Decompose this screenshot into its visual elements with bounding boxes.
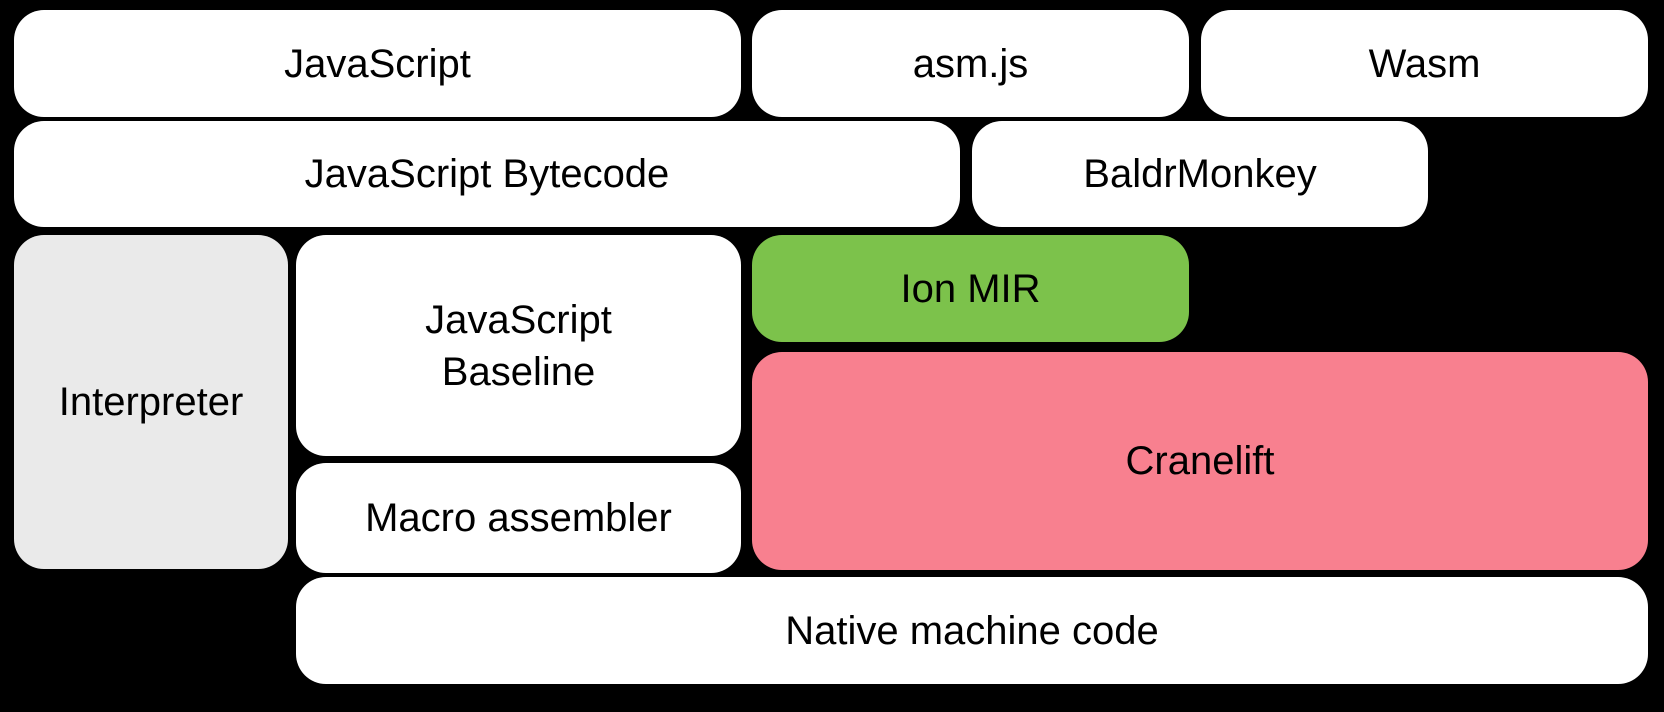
box-javascript-baseline-label: JavaScript Baseline xyxy=(425,297,612,394)
box-baldrmonkey-label: BaldrMonkey xyxy=(1083,152,1317,196)
box-macro-assembler-label: Macro assembler xyxy=(365,496,672,540)
box-interpreter: Interpreter xyxy=(14,235,288,569)
box-asmjs-label: asm.js xyxy=(912,41,1029,86)
box-javascript-bytecode: JavaScript Bytecode xyxy=(14,121,960,227)
box-ion-mir-label: Ion MIR xyxy=(900,266,1041,311)
box-cranelift: Cranelift xyxy=(752,352,1648,570)
box-javascript-label: JavaScript xyxy=(284,41,471,86)
box-javascript-baseline: JavaScript Baseline xyxy=(296,235,741,456)
box-native-machine-code-label: Native machine code xyxy=(785,608,1159,653)
box-javascript: JavaScript xyxy=(14,10,741,117)
box-javascript-bytecode-label: JavaScript Bytecode xyxy=(304,152,670,196)
box-interpreter-label: Interpreter xyxy=(58,380,244,424)
box-macro-assembler: Macro assembler xyxy=(296,463,741,573)
box-wasm: Wasm xyxy=(1201,10,1648,117)
box-wasm-label: Wasm xyxy=(1368,41,1481,86)
box-ion-mir: Ion MIR xyxy=(752,235,1189,342)
box-baldrmonkey: BaldrMonkey xyxy=(972,121,1428,227)
box-asmjs: asm.js xyxy=(752,10,1189,117)
box-native-machine-code: Native machine code xyxy=(296,577,1648,684)
box-cranelift-label: Cranelift xyxy=(1125,439,1275,483)
